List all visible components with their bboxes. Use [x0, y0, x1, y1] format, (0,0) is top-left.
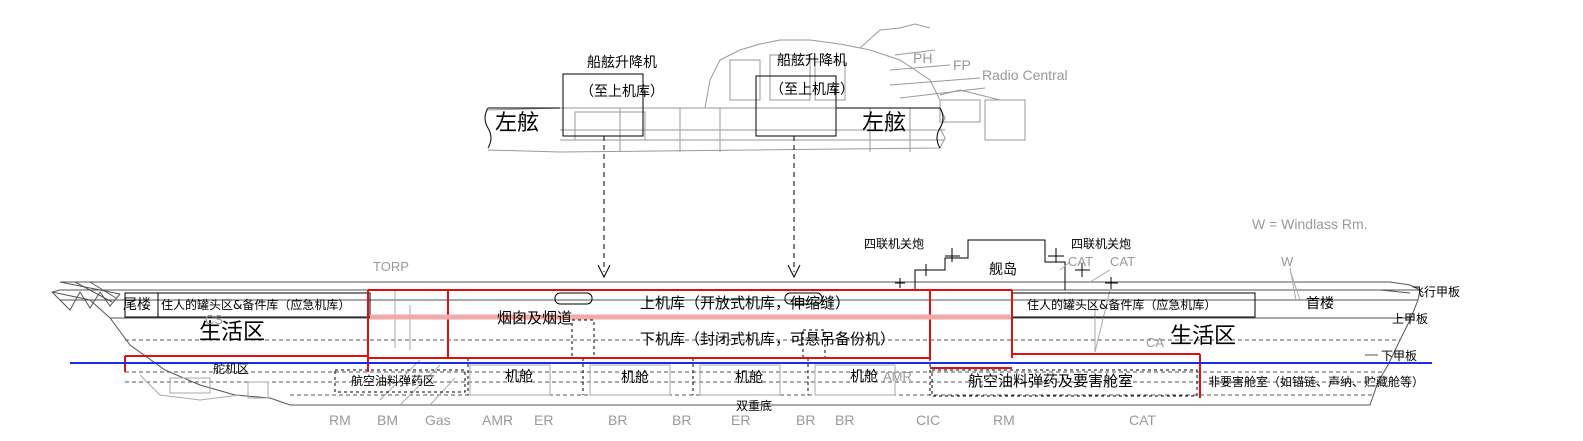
code-br-3: BR — [796, 412, 816, 428]
lower-deck-label: 下甲板 — [1381, 349, 1418, 363]
quad-gun-left-label: 四联机关炮 — [864, 237, 925, 251]
code-br-1: BR — [608, 412, 628, 428]
cat-top-b: CAT — [1110, 254, 1136, 269]
nonvital-label: 非要害舱室（如锚链、声纳、贮藏舱等） — [1208, 375, 1425, 389]
elevator-boxes — [484, 73, 944, 149]
ca-label: CA — [1146, 335, 1165, 350]
funnel-label: 烟囱及烟道 — [497, 309, 573, 327]
aft-manned-label: 住人的罐头区&备件库（应急机库） — [161, 298, 351, 312]
living-fwd-label: 生活区 — [1170, 324, 1237, 349]
cs-label: CS — [205, 312, 224, 327]
code-br-2: BR — [672, 412, 692, 428]
fwd-manned-label: 住人的罐头区&备件库（应急机库） — [1027, 298, 1217, 312]
fp-label: FP — [953, 57, 971, 73]
code-rm-2: RM — [993, 412, 1015, 428]
upper-deck-label: 上甲板 — [1392, 312, 1429, 326]
island-sketch — [1059, 261, 1297, 301]
right-elevator-subtitle: （至上机库） — [770, 82, 854, 98]
stern-label: 尾楼 — [123, 297, 151, 313]
port-label-left: 左舷 — [495, 111, 540, 136]
right-elevator-title: 船舷升降机 — [777, 53, 847, 69]
avfuel-fwd-label: 航空油料弹药及要害舱室 — [968, 372, 1134, 390]
deck-pointers — [1365, 289, 1411, 356]
engine-room-1: 机舱 — [505, 369, 533, 385]
elevator-arrows — [597, 136, 801, 279]
engine-room-4: 机舱 — [850, 369, 878, 385]
double-bottom-label: 双重底 — [736, 399, 773, 413]
avfuel-aft-label: 航空油料弹药区 — [351, 374, 436, 388]
port-label-right: 左舷 — [862, 111, 907, 136]
code-rm-1: RM — [329, 412, 351, 428]
code-er-2: ER — [731, 412, 751, 428]
bow-label: 首楼 — [1306, 296, 1334, 312]
upper-hangar-label: 上机库（开放式机库，伸缩缝） — [640, 294, 851, 312]
code-amr: AMR — [482, 412, 514, 428]
flight-deck-label: 飞行甲板 — [1412, 285, 1461, 299]
hull-details — [139, 269, 1301, 406]
code-cat: CAT — [1129, 412, 1156, 428]
living-aft-label: 生活区 — [199, 320, 266, 345]
hangar-outline — [124, 289, 1201, 398]
compartment-boxes — [124, 292, 1256, 397]
code-br-4: BR — [835, 412, 855, 428]
ph-label: PH — [913, 50, 933, 66]
engine-room-2: 机舱 — [621, 370, 649, 386]
amr-mid-label: AMR — [883, 369, 912, 384]
code-gas: Gas — [425, 412, 451, 428]
code-er-1: ER — [534, 412, 554, 428]
island-label: 舰岛 — [989, 262, 1017, 278]
code-bm: BM — [377, 412, 398, 428]
lower-hangar-label: 下机库（封闭式机库，可悬吊备份机） — [640, 330, 896, 348]
port-side-sketch — [487, 23, 1026, 153]
island-structure — [895, 239, 1118, 290]
left-elevator-subtitle: （至上机库） — [580, 84, 664, 100]
cat-top-a: CAT — [1068, 254, 1094, 269]
engine-room-3: 机舱 — [735, 370, 763, 386]
left-elevator-title: 船舷升降机 — [587, 55, 657, 71]
quad-gun-right-label: 四联机关炮 — [1071, 237, 1132, 251]
radio-central-label: Radio Central — [982, 67, 1068, 83]
code-cic: CIC — [916, 412, 941, 428]
steering-label: 舵机区 — [213, 362, 250, 376]
torp-label: TORP — [373, 259, 409, 274]
w-label: W — [1281, 254, 1294, 269]
windlass-legend: W = Windlass Rm. — [1252, 216, 1368, 232]
